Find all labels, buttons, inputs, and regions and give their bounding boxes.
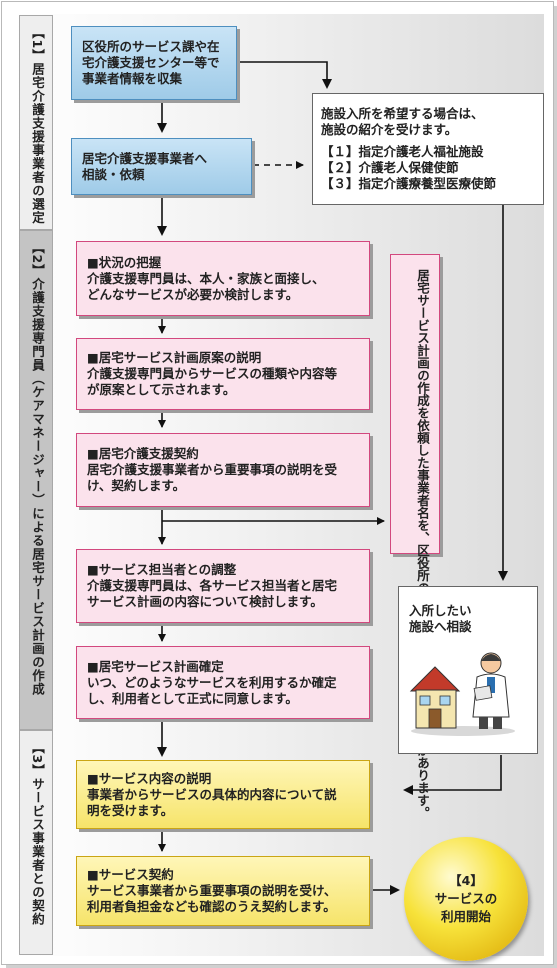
step-collect-info-line1: 区役所のサービス課や在 [82, 39, 220, 54]
house-and-person-illustration [409, 652, 515, 736]
facility-referral-note: 施設入所を希望する場合は、 施設の紹介を受けます。 【１】指定介護老人福祉施設 … [312, 93, 544, 205]
confirm-line1: いつ、どのようなサービスを利用するか確定 [87, 674, 337, 690]
assess-line2: どんなサービスが必要か検討します。 [87, 286, 299, 302]
confirm-line2: し、利用者として正式に同意します。 [87, 690, 298, 706]
notify-line1: 居宅サービス計画の作成を依頼した事業者名を、 [415, 269, 430, 544]
frame-shadow-right [554, 6, 557, 966]
contract-line1: サービス事業者から重要事項の説明を受け、 [87, 883, 337, 898]
frame-shadow-bottom [6, 965, 557, 968]
section-2-label: 【2】介護支援専門員（ケアマネージャー）による居宅サービス計画の作成 [30, 241, 45, 697]
facility-note-item1: 【１】指定介護老人福祉施設 [321, 144, 484, 159]
arrow-consult-explain [403, 755, 502, 795]
step-consult-provider-line2: 相談・依頼 [82, 166, 145, 182]
section-band-1: 【1】居宅介護支援事業者の選定 [19, 15, 53, 230]
explain-line2: 明を受けます。 [87, 802, 174, 818]
notify-ward-office-note: 居宅サービス計画の作成を依頼した事業者名を、区役所のサービス課へ届け出る必要があ… [390, 254, 440, 819]
step-consult-provider-line1: 居宅介護支援事業者へ [82, 150, 208, 166]
step-collect-info-line3: 事業者情報を収集 [82, 71, 183, 86]
draft-line2: が原案として示されます。 [87, 382, 236, 397]
step-assess-situation: ■状況の把握 介護支援専門員は、本人・家族と面接し、 どんなサービスが必要か検討… [76, 241, 370, 316]
step-coordinate-providers: ■サービス担当者との調整 介護支援専門員は、各サービス担当者と居宅 サービス計画… [76, 549, 370, 623]
assess-title: ■状況の把握 [87, 254, 162, 270]
facility-consult-line1: 入所したい [409, 603, 472, 618]
step-consult-provider: 居宅介護支援事業者へ 相談・依頼 [71, 138, 252, 195]
assess-line1: 介護支援専門員は、本人・家族と面接し、 [87, 270, 325, 286]
contract-support-line2: け、契約します。 [87, 478, 186, 493]
step-service-explanation: ■サービス内容の説明 事業者からサービスの具体的内容について説 明を受けます。 [76, 760, 370, 829]
draft-title: ■居宅サービス計画原案の説明 [87, 350, 262, 365]
start-line2: サービスの [434, 891, 498, 906]
service-start-circle: 【4】 サービスの 利用開始 [404, 837, 528, 961]
arrow-step1-facility [237, 61, 332, 89]
section-band-2: 【2】介護支援専門員（ケアマネージャー）による居宅サービス計画の作成 [19, 230, 53, 730]
facility-consult-box: 入所したい 施設へ相談 [398, 586, 538, 754]
explain-line1: 事業者からサービスの具体的内容について説 [87, 786, 337, 802]
step-draft-plan: ■居宅サービス計画原案の説明 介護支援専門員からサービスの種類や内容等 が原案と… [76, 338, 370, 410]
coordinate-line2: サービス計画の内容について検討します。 [87, 594, 323, 609]
step-service-contract: ■サービス契約 サービス事業者から重要事項の説明を受け、 利用者負担金なども確認… [76, 856, 370, 926]
start-line3: 利用開始 [440, 909, 491, 924]
facility-consult-line2: 施設へ相談 [409, 619, 472, 634]
coordinate-line1: 介護支援専門員は、各サービス担当者と居宅 [87, 578, 338, 593]
start-line1: 【4】 [449, 873, 483, 888]
contract-support-title: ■居宅介護支援契約 [87, 446, 199, 461]
step-confirm-plan: ■居宅サービス計画確定 いつ、どのようなサービスを利用するか確定 し、利用者とし… [76, 646, 370, 719]
facility-note-line1: 施設入所を希望する場合は、 [321, 106, 484, 121]
contract-support-line1: 居宅介護支援事業者から重要事項の説明を受 [87, 462, 338, 477]
confirm-title: ■居宅サービス計画確定 [87, 658, 224, 674]
step-collect-info-line2: 宅介護支援センター等で [82, 55, 220, 70]
contract-line2: 利用者負担金なども確認のうえ契約します。 [87, 899, 336, 914]
facility-note-item2: 【２】介護老人保健使節 [321, 160, 459, 175]
section-3-label: 【3】サービス事業者との契約 [30, 741, 45, 927]
contract-title: ■サービス契約 [87, 867, 174, 882]
explain-title: ■サービス内容の説明 [87, 770, 212, 786]
step-collect-info: 区役所のサービス課や在 宅介護支援センター等で 事業者情報を収集 [71, 26, 237, 100]
section-1-label: 【1】居宅介護支援事業者の選定 [30, 26, 45, 225]
step-support-contract: ■居宅介護支援契約 居宅介護支援事業者から重要事項の説明を受 け、契約します。 [76, 433, 370, 507]
section-band-3: 【3】サービス事業者との契約 [19, 730, 53, 955]
draft-line1: 介護支援専門員からサービスの種類や内容等 [87, 366, 338, 381]
facility-note-line2: 施設の紹介を受けます。 [321, 122, 458, 137]
coordinate-title: ■サービス担当者との調整 [87, 562, 237, 577]
facility-note-item3: 【３】指定介護療養型医療使節 [321, 176, 497, 191]
